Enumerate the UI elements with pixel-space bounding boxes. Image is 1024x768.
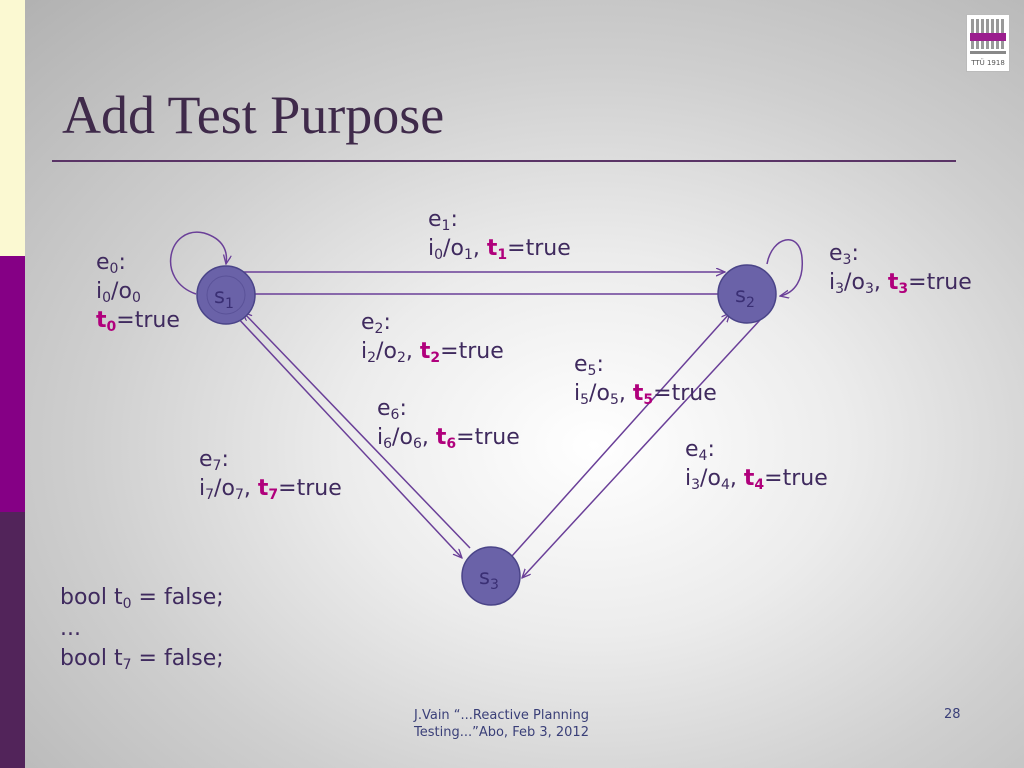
sidebar-stripe-cream	[0, 0, 25, 256]
svg-text:s1: s1	[214, 284, 234, 312]
svg-text:s2: s2	[735, 283, 755, 311]
sidebar-stripe-magenta	[0, 256, 25, 512]
footer-line-2: Testing...”Abo, Feb 3, 2012	[414, 725, 589, 740]
university-logo: TTÜ 1918	[966, 14, 1010, 72]
state-s1-label: s	[214, 284, 225, 308]
label-e4: e4: i3/o4, t4=true	[685, 437, 828, 493]
label-e5: e5: i5/o5, t5=true	[574, 352, 717, 408]
state-s2-label: s	[735, 283, 746, 307]
footer-citation: J.Vain “...Reactive Planning Testing...”…	[414, 707, 589, 741]
logo-text: TTÜ 1918	[970, 58, 1005, 67]
edge-e0-self-loop	[169, 231, 227, 295]
slide-title: Add Test Purpose	[62, 85, 445, 145]
code-line-1: bool t0 = false;	[60, 585, 224, 612]
label-e7: e7: i7/o7, t7=true	[199, 447, 342, 503]
edge-e7	[235, 315, 462, 558]
code-line-2: ...	[60, 616, 81, 641]
label-e6: e6: i6/o6, t6=true	[377, 396, 520, 452]
page-number: 28	[944, 707, 961, 722]
label-e3: e3: i3/o3, t3=true	[829, 241, 972, 297]
sidebar-stripe-purple	[0, 512, 25, 768]
edge-e6	[243, 312, 471, 549]
title-underline	[52, 160, 956, 162]
footer-line-1: J.Vain “...Reactive Planning	[414, 708, 590, 723]
edge-e3-self-loop	[766, 239, 803, 296]
code-line-3: bool t7 = false;	[60, 646, 224, 673]
edge-e4	[522, 319, 761, 578]
label-e0: e0: i0/o0 t0=true	[96, 250, 180, 335]
svg-text:s3: s3	[479, 565, 499, 593]
state-s2: s2	[717, 264, 777, 324]
state-s3-label: s	[479, 565, 490, 589]
label-e1: e1: i0/o1, t1=true	[428, 207, 571, 263]
state-s1: s1	[196, 265, 256, 325]
label-e2: e2: i2/o2, t2=true	[361, 310, 504, 366]
state-s3: s3	[461, 546, 521, 606]
edge-e5	[511, 313, 730, 557]
